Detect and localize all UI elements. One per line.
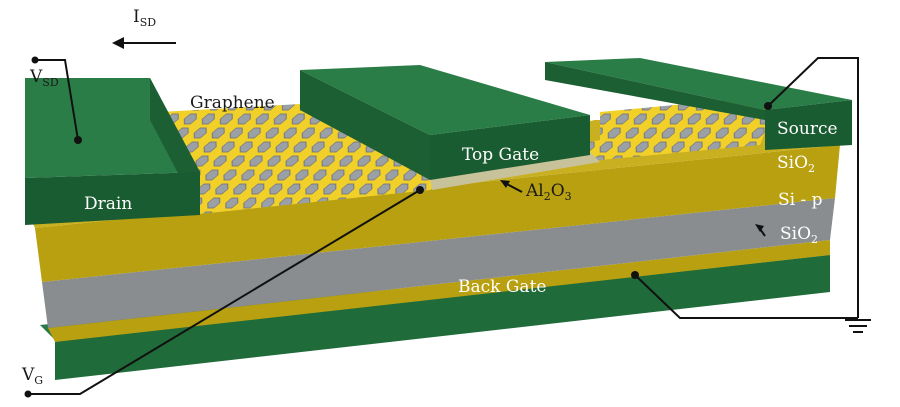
- isd-label: ISD: [133, 7, 156, 29]
- sio2-pointer-head: [755, 224, 764, 232]
- top-gate-electrode: [300, 65, 590, 180]
- source-electrode: [545, 58, 852, 150]
- sio2-top-layer: [35, 145, 840, 282]
- source-label: Source: [777, 119, 838, 139]
- si-p-layer: [42, 198, 835, 328]
- vg-label: VG: [21, 365, 43, 387]
- source-ground-wire: [767, 57, 859, 318]
- isd-arrow-head: [112, 37, 124, 49]
- si-p-label: Si - p: [778, 190, 823, 210]
- sio2-top-label: SiO2: [777, 153, 815, 175]
- terminal-dots: [24, 56, 772, 398]
- vsd-wire: [35, 59, 79, 141]
- source-contact-dot: [764, 102, 772, 110]
- drain-electrode: [25, 78, 200, 225]
- backgate-contact-dot: [631, 271, 639, 279]
- graphene-sheet: [160, 95, 780, 215]
- backgate-ground-wire: [634, 274, 858, 319]
- al2o3-layer: [430, 152, 600, 190]
- al2o3-label: Al2O3: [525, 181, 572, 203]
- sio2-bottom-layer: [48, 240, 830, 342]
- al2o3-pointer-head: [500, 180, 510, 188]
- vsd-terminal: [31, 56, 39, 64]
- graphene-label: Graphene: [190, 93, 275, 113]
- vg-wire: [28, 189, 421, 395]
- topgate-contact-dot: [416, 186, 424, 194]
- back-gate-label: Back Gate: [458, 277, 546, 297]
- drain-label: Drain: [84, 194, 132, 214]
- ground-icon: [845, 319, 871, 333]
- top-gate-label: Top Gate: [462, 145, 539, 165]
- drain-contact-dot: [74, 136, 82, 144]
- vg-terminal: [24, 390, 32, 398]
- vsd-label: VSD: [29, 67, 59, 89]
- sio2-bottom-label: SiO2: [780, 224, 818, 246]
